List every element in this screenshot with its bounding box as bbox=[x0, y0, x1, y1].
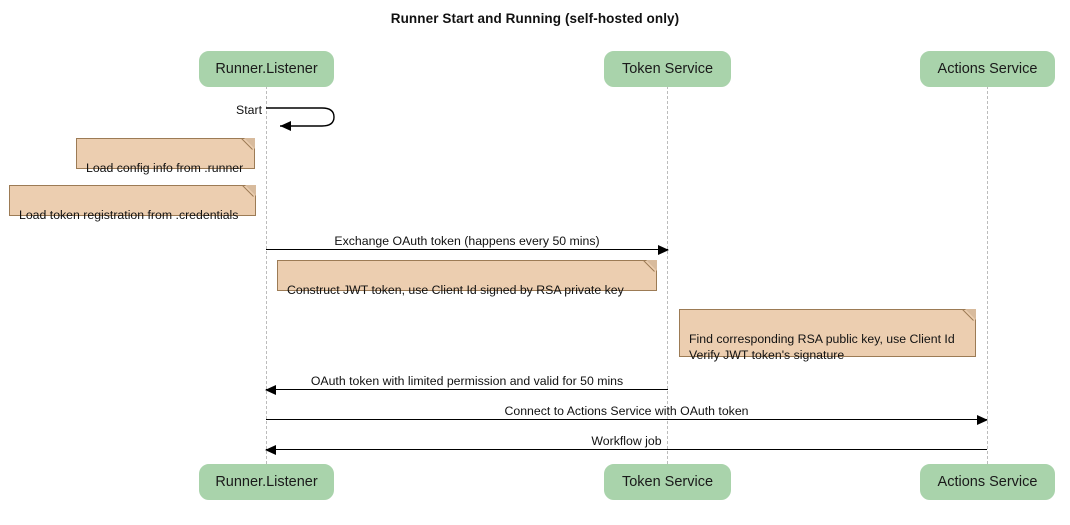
note-load-config: Load config info from .runner bbox=[76, 138, 255, 175]
lifeline-actions-service bbox=[987, 86, 988, 464]
message-label-connect-actions: Connect to Actions Service with OAuth to… bbox=[504, 404, 749, 418]
note-text: Construct JWT token, use Client Id signe… bbox=[287, 283, 624, 297]
arrowhead-left-icon bbox=[265, 385, 276, 395]
self-message-label-start: Start bbox=[236, 103, 262, 117]
note-verify-jwt-signature: Find corresponding RSA public key, use C… bbox=[679, 309, 976, 362]
note-construct-jwt: Construct JWT token, use Client Id signe… bbox=[277, 260, 657, 297]
actor-label: Token Service bbox=[621, 474, 714, 490]
note-fold-icon bbox=[244, 138, 255, 149]
note-fold-icon bbox=[965, 309, 976, 320]
message-label-workflow-job: Workflow job bbox=[591, 434, 662, 448]
arrowhead-right-icon bbox=[977, 415, 988, 425]
arrowhead-left-icon bbox=[265, 445, 276, 455]
actor-label: Runner.Listener bbox=[215, 61, 318, 77]
message-line-connect-actions bbox=[266, 415, 988, 425]
lifeline-runner-listener bbox=[266, 86, 267, 464]
note-text: Load token registration from .credential… bbox=[19, 208, 239, 222]
actor-label: Runner.Listener bbox=[215, 474, 318, 490]
actor-footer-token-service[interactable]: Token Service bbox=[604, 464, 731, 500]
actor-header-runner-listener[interactable]: Runner.Listener bbox=[199, 51, 334, 87]
note-text: Find corresponding RSA public key, use C… bbox=[689, 332, 955, 362]
actor-footer-actions-service[interactable]: Actions Service bbox=[920, 464, 1055, 500]
actor-label: Actions Service bbox=[937, 474, 1038, 490]
self-message-start-arrow bbox=[264, 104, 342, 132]
note-text: Load config info from .runner bbox=[86, 161, 244, 175]
actor-footer-runner-listener[interactable]: Runner.Listener bbox=[199, 464, 334, 500]
message-line-oauth-token-return bbox=[265, 385, 668, 395]
actor-label: Actions Service bbox=[937, 61, 1038, 77]
message-label-oauth-token-return: OAuth token with limited permission and … bbox=[310, 374, 624, 388]
message-label-exchange-oauth: Exchange OAuth token (happens every 50 m… bbox=[334, 234, 600, 248]
message-line-exchange-oauth bbox=[266, 245, 669, 255]
actor-header-actions-service[interactable]: Actions Service bbox=[920, 51, 1055, 87]
arrowhead-right-icon bbox=[658, 245, 669, 255]
note-fold-icon bbox=[245, 185, 256, 196]
message-line-workflow-job bbox=[265, 445, 987, 455]
note-load-token-registration: Load token registration from .credential… bbox=[9, 185, 256, 222]
lifeline-token-service bbox=[667, 86, 668, 464]
page-title: Runner Start and Running (self-hosted on… bbox=[390, 11, 680, 26]
actor-header-token-service[interactable]: Token Service bbox=[604, 51, 731, 87]
note-fold-icon bbox=[646, 260, 657, 271]
actor-label: Token Service bbox=[621, 61, 714, 77]
